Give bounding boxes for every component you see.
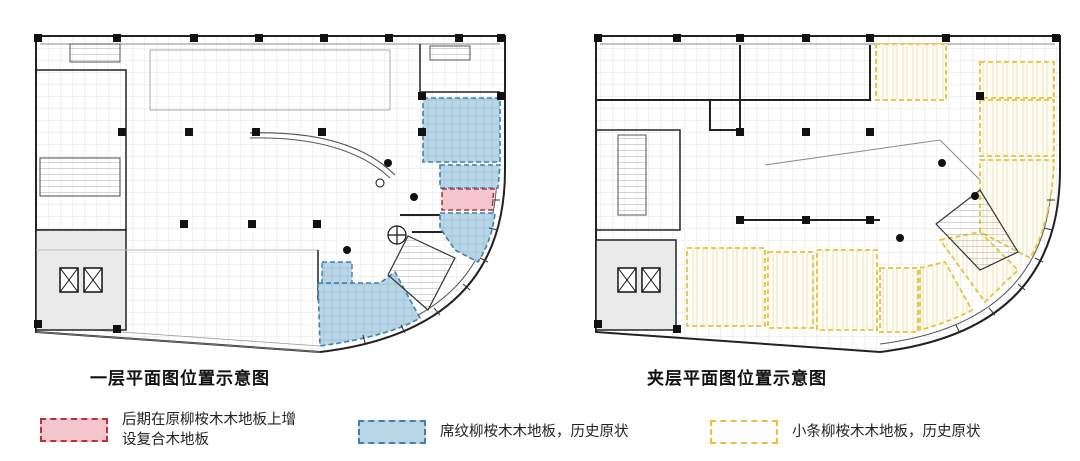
legend-label-red-line1: 后期在原柳桉木木地板上增 — [122, 412, 296, 428]
legend-item-blue: 席纹柳桉木木地板，历史原状 — [358, 420, 629, 444]
legend-label-blue: 席纹柳桉木木地板，历史原状 — [440, 424, 629, 440]
blue-region-mid — [439, 164, 501, 189]
mezzanine-plan — [540, 0, 1080, 400]
legend-item-red: 后期在原柳桉木木地板上增 设复合木地板 — [40, 410, 296, 450]
legend-label-red: 后期在原柳桉木木地板上增 设复合木地板 — [122, 410, 296, 450]
legend-item-yellow: 小条柳桉木木地板，历史原状 — [710, 420, 981, 444]
legend-swatch-yellow — [710, 420, 778, 444]
mezzanine-title: 夹层平面图位置示意图 — [647, 369, 827, 389]
yellow-region-bottom-1 — [686, 247, 766, 327]
ground-floor-plan — [0, 0, 540, 400]
yellow-region-top — [875, 43, 947, 101]
blue-region-bottom — [317, 270, 422, 347]
legend-label-yellow: 小条柳桉木木地板，历史原状 — [792, 424, 981, 440]
legend-label-red-line2: 设复合木地板 — [122, 432, 209, 448]
legend-swatch-blue — [358, 420, 426, 444]
ground-floor-drawing — [34, 34, 506, 354]
blue-region-right — [439, 212, 496, 264]
legend-swatch-red — [40, 418, 108, 442]
blue-region-upper — [422, 97, 501, 163]
legend: 后期在原柳桉木木地板上增 设复合木地板 席纹柳桉木木地板，历史原状 小条柳桉木木… — [0, 404, 1080, 456]
red-region — [441, 188, 495, 211]
ground-floor-title: 一层平面图位置示意图 — [90, 369, 270, 389]
ground-floor-outline — [35, 35, 506, 354]
mezzanine-drawing — [594, 34, 1061, 354]
